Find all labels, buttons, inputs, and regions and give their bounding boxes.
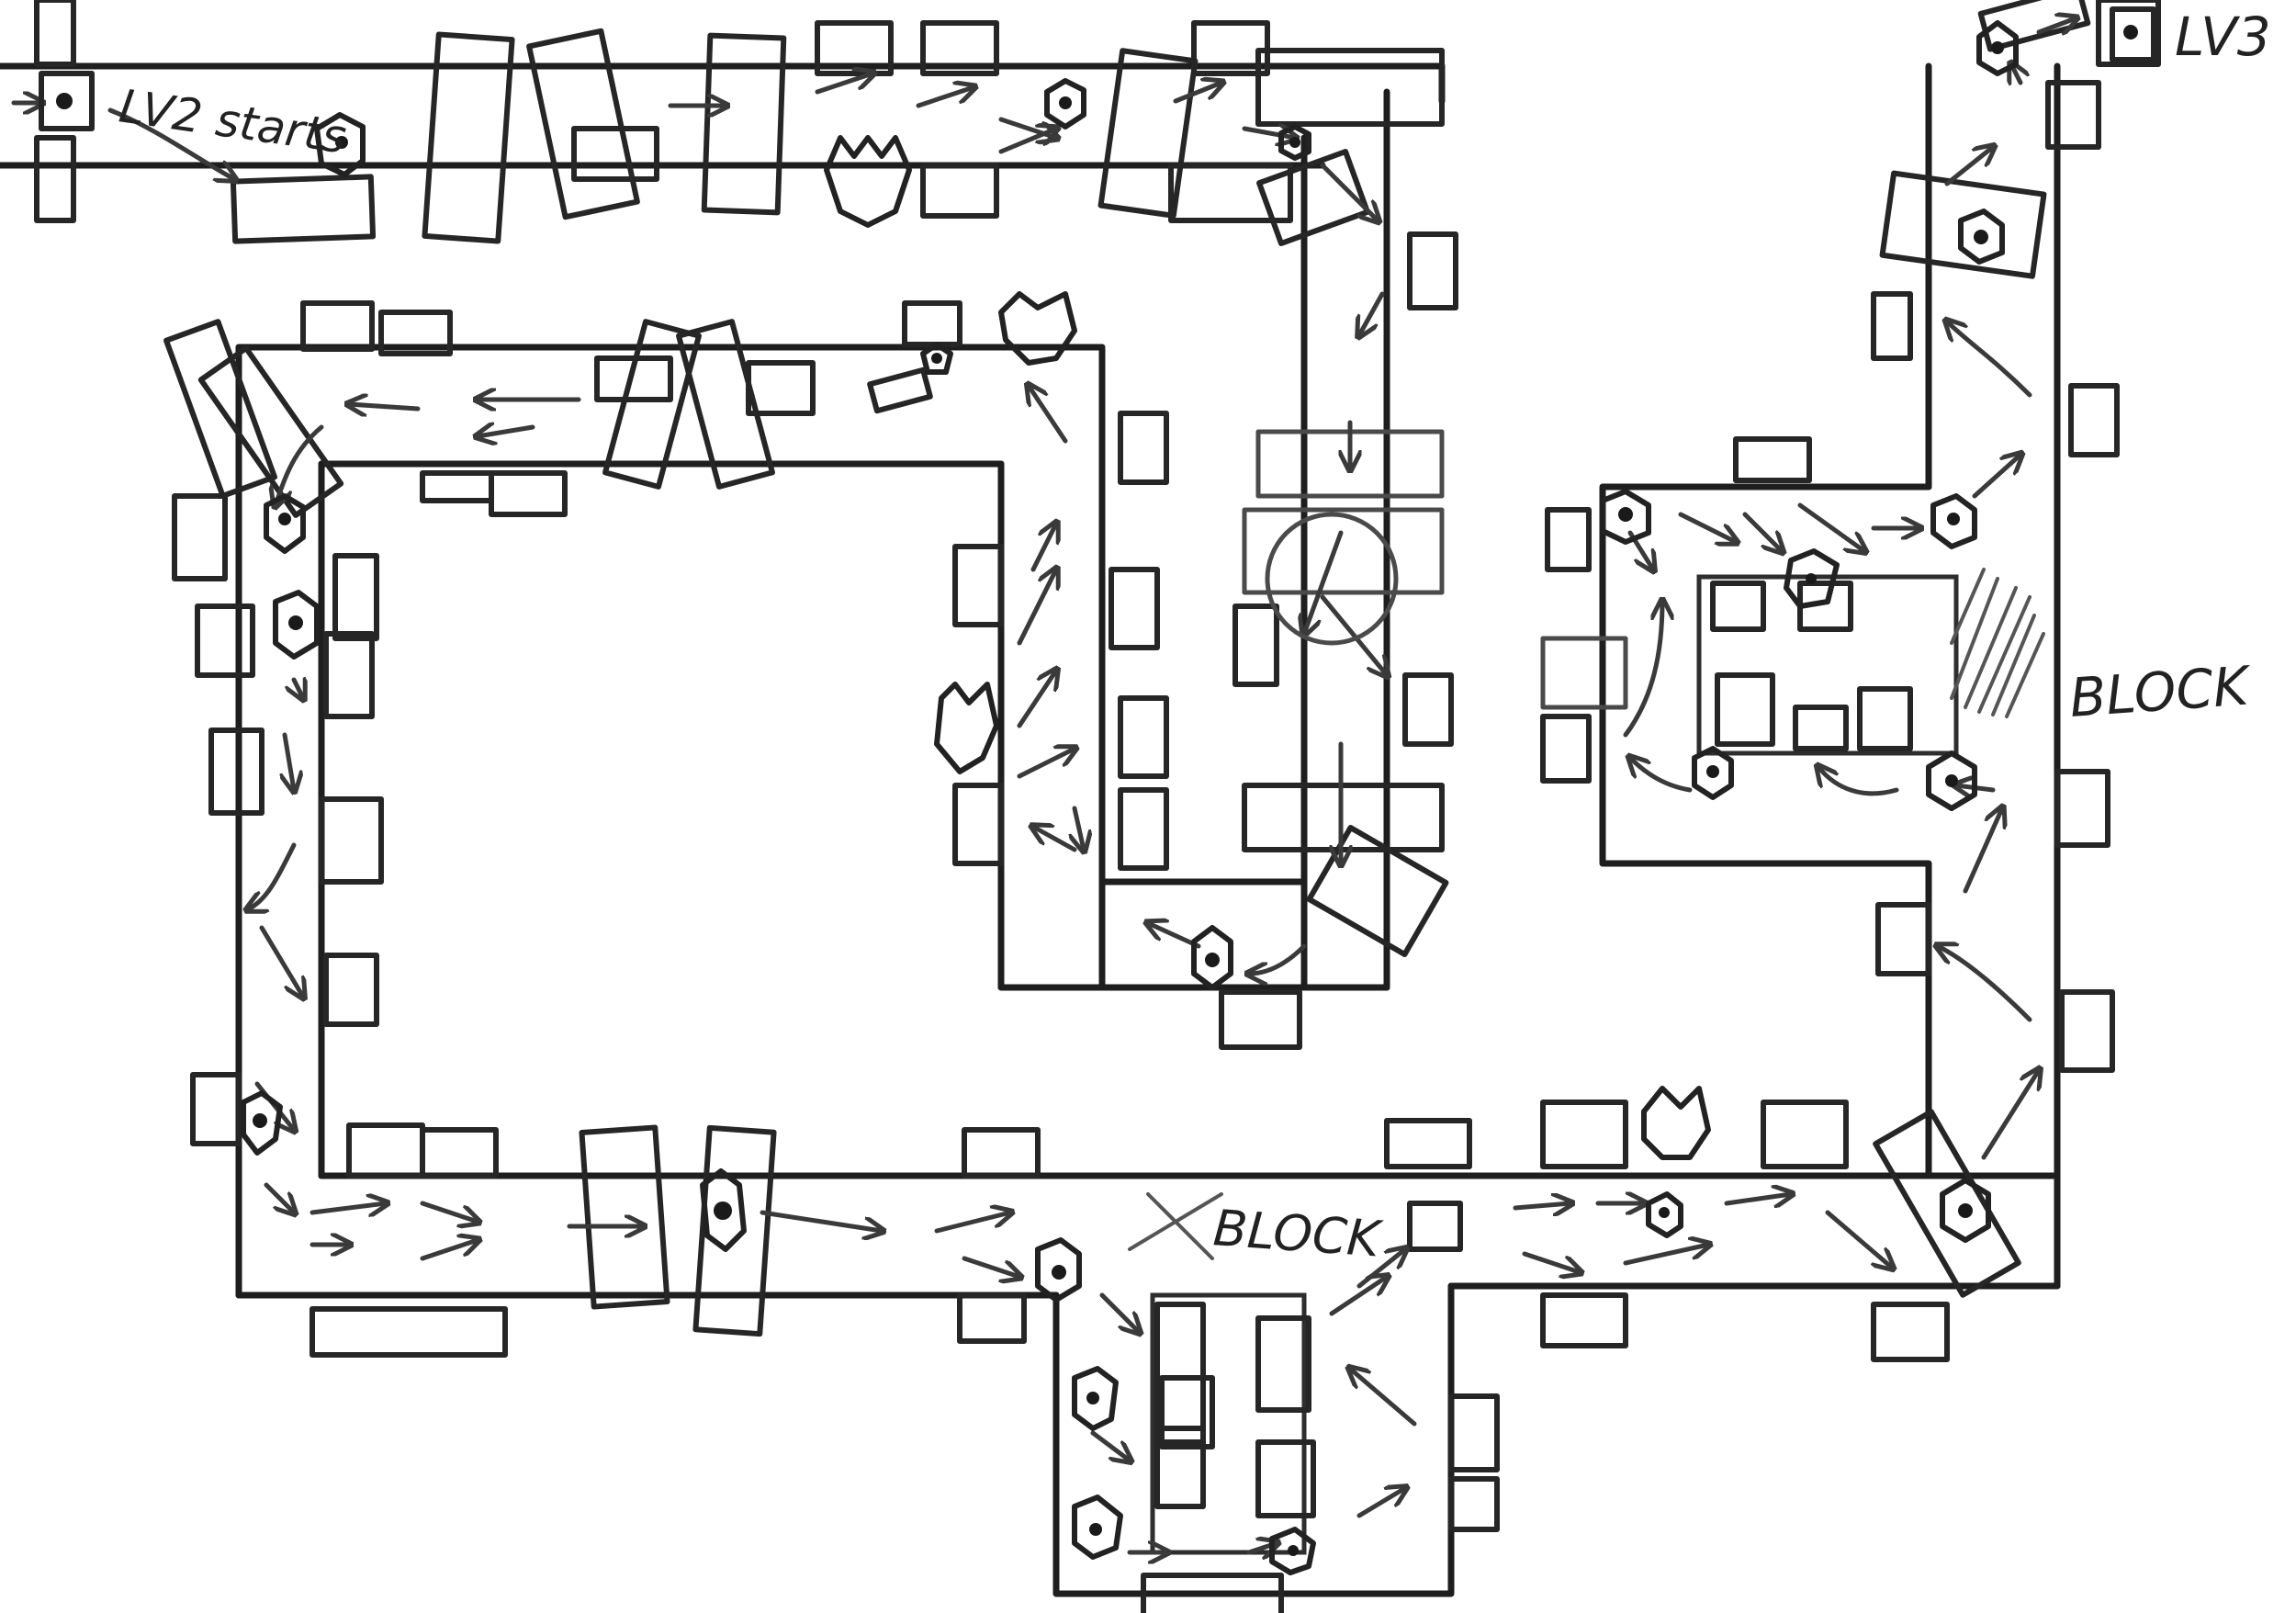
enemy-icon xyxy=(1646,1191,1683,1238)
enemy-icon xyxy=(700,1168,747,1252)
enemy-icon xyxy=(1278,124,1311,161)
end-point xyxy=(2096,0,2161,67)
enemy-icon xyxy=(1072,1366,1119,1431)
enemy-markers xyxy=(241,20,2019,1575)
enemy-icon xyxy=(934,682,999,774)
enemy-icon xyxy=(1784,548,1840,609)
enemy-icon xyxy=(273,590,320,660)
enemy-icon xyxy=(264,493,306,554)
hatch-block-right xyxy=(1950,568,2045,718)
enemy-icon xyxy=(1976,20,2019,76)
enemy-icon xyxy=(1926,750,1977,811)
enemy-icon xyxy=(1940,1178,1991,1243)
start-label: LV2 starts xyxy=(116,79,349,164)
enemy-icon xyxy=(314,112,366,177)
enemy-icon xyxy=(241,1090,283,1156)
enemy-icon xyxy=(1600,489,1651,545)
enemy-icon xyxy=(1044,78,1086,130)
enemy-icon xyxy=(1641,1086,1711,1160)
enemy-icon xyxy=(1072,1495,1123,1560)
enemy-icon xyxy=(1269,1527,1316,1575)
enemy-icon xyxy=(824,135,912,228)
path-arrows xyxy=(11,18,2076,1552)
start-point xyxy=(34,0,95,223)
enemy-icon xyxy=(1930,493,1977,549)
block-label-right: BLOCK xyxy=(2067,654,2254,729)
trap-circle xyxy=(1265,512,1399,646)
crates xyxy=(163,0,2156,1613)
hatch-block-bottom xyxy=(1128,1192,1223,1260)
block-label-bottom: BLOCK xyxy=(1211,1199,1385,1269)
enemy-icon xyxy=(998,291,1077,366)
corridor-walls xyxy=(0,62,2061,1597)
enemy-icon xyxy=(920,342,953,375)
enemy-icon xyxy=(1191,925,1233,990)
enemy-icon xyxy=(1958,209,2005,265)
enemy-icon xyxy=(1035,1237,1082,1303)
end-label: LV3 xyxy=(2175,6,2271,68)
enemy-icon xyxy=(1692,746,1734,800)
